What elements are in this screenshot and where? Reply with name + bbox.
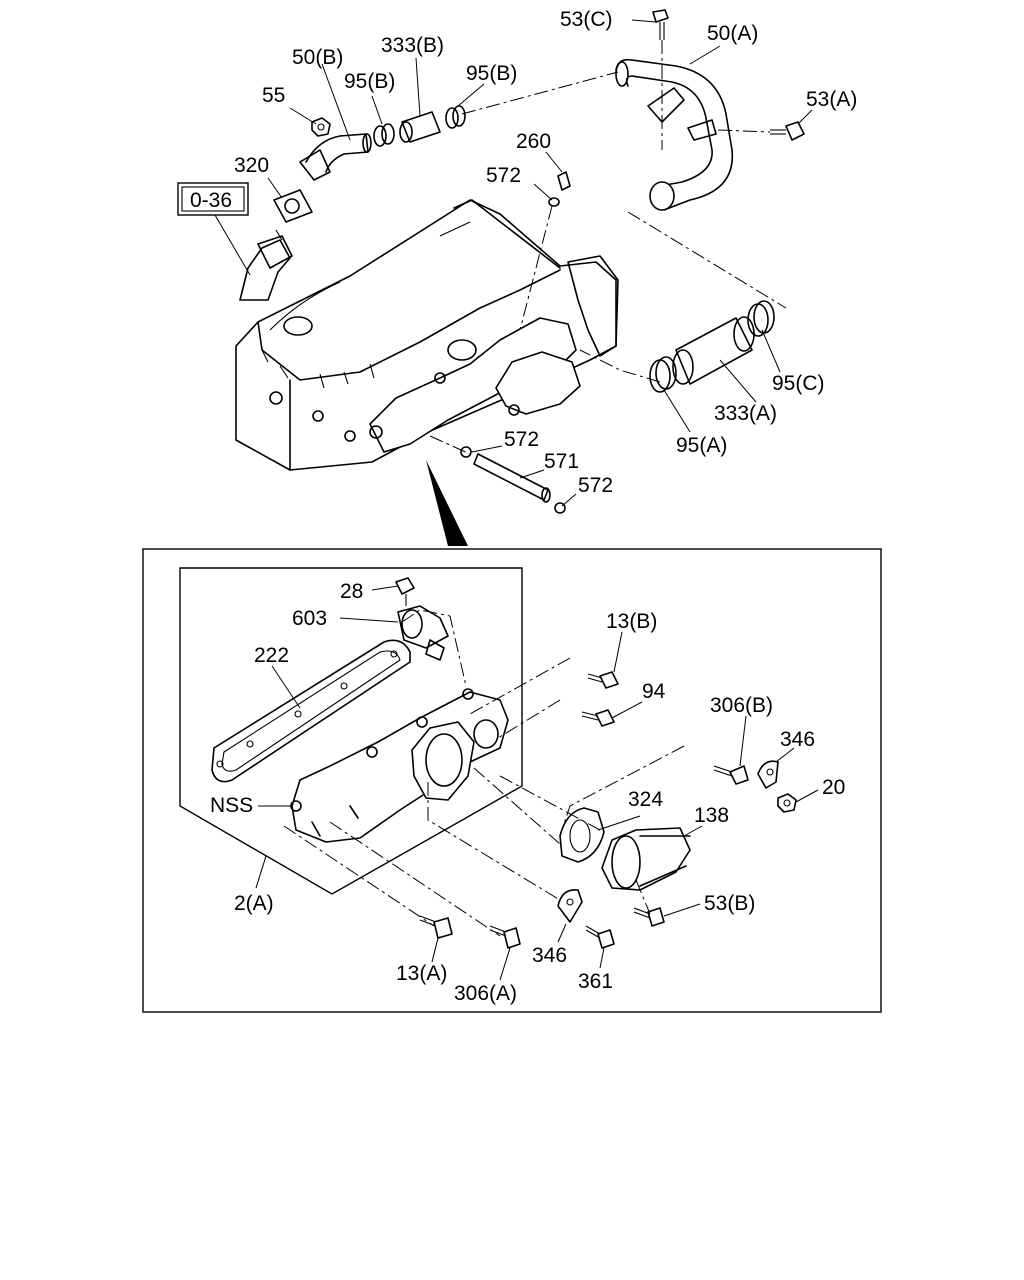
- label-13a: 13(A): [396, 962, 447, 985]
- bolt-94: [581, 709, 615, 727]
- label-13b: 13(B): [606, 610, 657, 633]
- clamp-95c: [747, 300, 775, 337]
- label-138: 138: [694, 804, 729, 827]
- clamp-95a: [649, 356, 677, 393]
- detail-box: 28 603 13(B) 222 94 306(B) 346 20 NSS 32…: [142, 548, 882, 1013]
- label-333b: 333(B): [381, 34, 444, 57]
- label-346-right: 346: [780, 728, 815, 751]
- label-320: 320: [234, 154, 269, 177]
- bolt-361: [585, 925, 615, 949]
- label-306b: 306(B): [710, 694, 773, 717]
- label-94: 94: [642, 680, 666, 703]
- bolt-53b: [633, 907, 665, 927]
- engine-block: [235, 199, 619, 471]
- reference-box-label: 0-36: [190, 189, 232, 212]
- bolt-13b: [587, 671, 619, 689]
- label-572-mid: 572: [504, 428, 539, 451]
- detail-pointer-arrow: [426, 460, 468, 546]
- label-333a: 333(A): [714, 402, 777, 425]
- hose-333b: [399, 111, 441, 143]
- pipe-50b: [299, 133, 372, 181]
- label-571: 571: [544, 450, 579, 473]
- label-53c: 53(C): [560, 8, 613, 31]
- bolt-306a: [489, 925, 521, 949]
- detail-outer-frame: [142, 548, 882, 1013]
- label-53b: 53(B): [704, 892, 755, 915]
- detail-center-lines: [283, 609, 685, 937]
- label-222: 222: [254, 644, 289, 667]
- label-2a: 2(A): [234, 892, 274, 915]
- label-346-bottom: 346: [532, 944, 567, 967]
- housing-2a: [290, 688, 509, 843]
- label-50a: 50(A): [707, 22, 758, 45]
- gasket-320: [273, 189, 313, 223]
- label-95b-right: 95(B): [466, 62, 517, 85]
- label-28: 28: [340, 580, 363, 603]
- outlet-138: [601, 827, 691, 891]
- clip-346-bottom: [557, 889, 583, 923]
- thermostat-housing-upper: [369, 317, 581, 453]
- bolt-53c: [652, 9, 669, 150]
- water-outlet-elbow: [239, 229, 293, 301]
- nut-55: [311, 117, 331, 137]
- label-324: 324: [628, 788, 663, 811]
- label-260: 260: [516, 130, 551, 153]
- clamp-95b-right: [445, 105, 466, 129]
- label-95b-left: 95(B): [344, 70, 395, 93]
- detail-inner-frame: [179, 567, 523, 895]
- label-95c: 95(C): [772, 372, 825, 395]
- clip-346-right: [757, 760, 779, 789]
- label-572-top: 572: [486, 164, 521, 187]
- nut-20: [777, 793, 797, 813]
- sensor-260: [519, 171, 571, 331]
- label-306a: 306(A): [454, 982, 517, 1005]
- hose-333a: [672, 316, 755, 385]
- gasket-324: [559, 807, 605, 863]
- detail-leader-lines: [255, 585, 819, 981]
- bolt-53a: [717, 121, 805, 141]
- label-53a: 53(A): [806, 88, 857, 111]
- pipe-50a: [615, 58, 734, 211]
- label-603: 603: [292, 607, 327, 630]
- pipe-571: [429, 435, 566, 514]
- label-95a: 95(A): [676, 434, 727, 457]
- bolt-28: [395, 577, 415, 606]
- upper-leader-lines: [267, 19, 813, 507]
- bolt-306b: [713, 765, 749, 785]
- label-572-low: 572: [578, 474, 613, 497]
- valve-603: [397, 605, 449, 661]
- upper-engine-assembly: 0-36: [177, 8, 857, 546]
- clamp-95b-left: [373, 123, 395, 147]
- label-50b: 50(B): [292, 46, 343, 69]
- label-nss: NSS: [210, 794, 253, 817]
- label-361: 361: [578, 970, 613, 993]
- label-20: 20: [822, 776, 845, 799]
- gasket-222: [211, 639, 411, 783]
- label-55: 55: [262, 84, 285, 107]
- reference-box-0-36: 0-36: [177, 182, 251, 276]
